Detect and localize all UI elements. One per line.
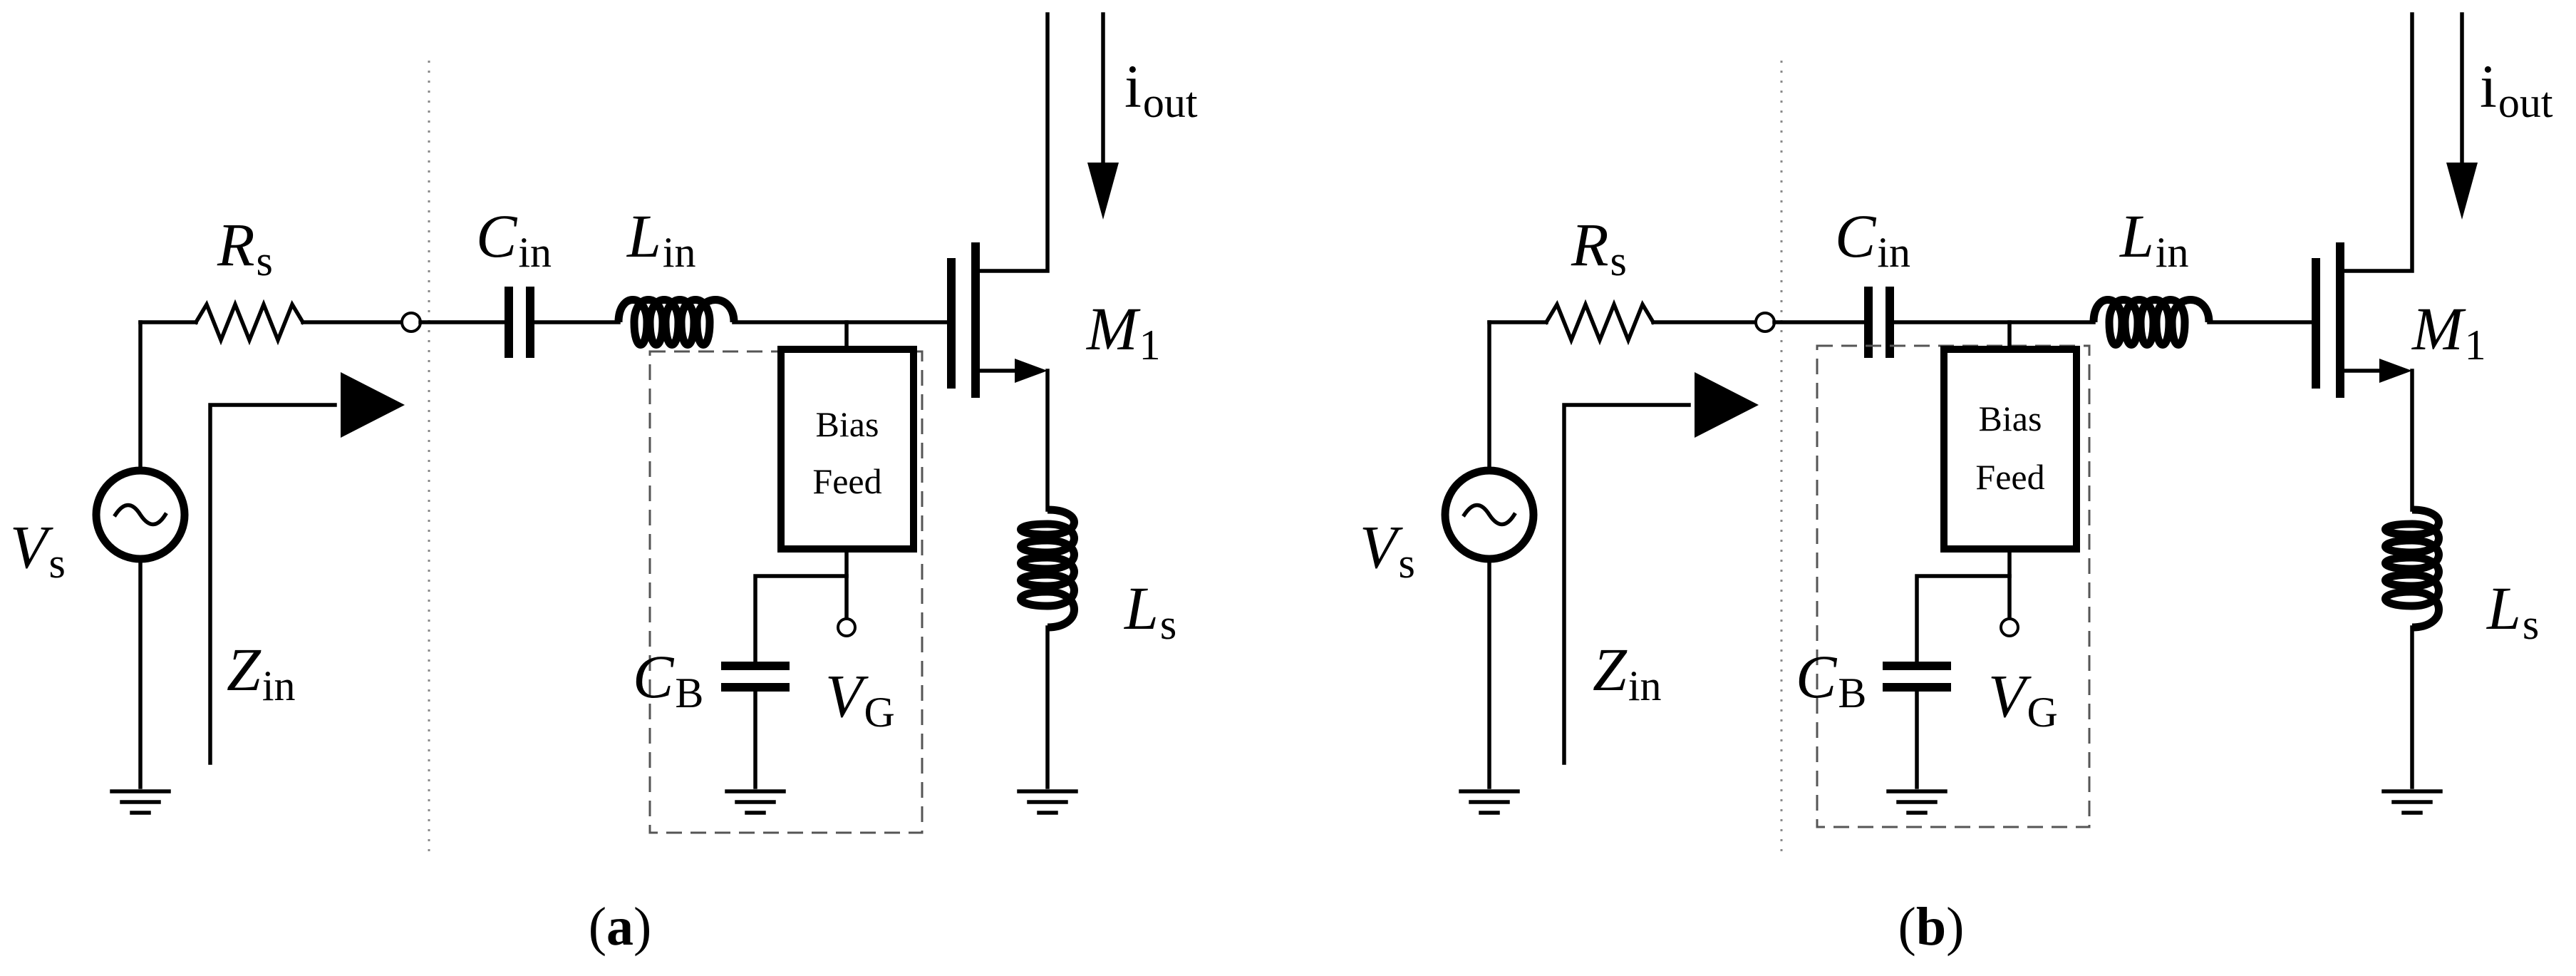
- bias-label-line2-b: Feed: [1975, 457, 2044, 497]
- vg-terminal-a: [837, 617, 857, 637]
- label-lin-b: Lin: [2119, 202, 2189, 276]
- bias-label-line2-a: Feed: [812, 461, 881, 501]
- label-m1-a: M1: [1085, 294, 1161, 369]
- resistor-rs-a: [193, 299, 306, 346]
- label-vs-b: Vs: [1360, 513, 1415, 587]
- capacitor-cin-b: [1864, 287, 1894, 358]
- panel-a: Bias Feed Rs Cin L: [10, 12, 1198, 957]
- inductor-ls-a: [1017, 505, 1078, 632]
- resistor-rs-b: [1543, 299, 1656, 346]
- iout-arrow-a: [1087, 12, 1119, 220]
- ground-icon-ls-a: [1019, 791, 1076, 813]
- source-branch-b: [1441, 299, 1759, 813]
- label-iout-a: iout: [1124, 52, 1198, 126]
- label-cin-b: Cin: [1835, 202, 1910, 276]
- inductor-lin-b: [2089, 296, 2213, 349]
- ground-icon-vs-a: [112, 791, 169, 813]
- ground-icon-ls-b: [2384, 791, 2441, 813]
- label-ls-a: Ls: [1123, 574, 1176, 648]
- capacitor-cb-b: [1883, 662, 1951, 692]
- panel-b: Bias Feed Rs Cin Lin M1: [1360, 12, 2553, 957]
- bias-feed-box-b: [1940, 346, 2080, 553]
- label-rs-a: Rs: [217, 210, 273, 284]
- capacitor-cin-a: [505, 287, 534, 358]
- input-node-a: [400, 312, 422, 333]
- ground-icon-vs-b: [1461, 791, 1518, 813]
- bias-feed-box-a: [777, 346, 917, 553]
- zin-arrow-a: [208, 372, 405, 765]
- bias-label-line1-a: Bias: [816, 404, 879, 444]
- source-branch-a: [92, 299, 405, 813]
- label-vs-a: Vs: [10, 513, 66, 587]
- ground-icon-cb-b: [1888, 791, 1945, 813]
- iout-arrow-b: [2446, 12, 2478, 220]
- label-cb-a: CB: [633, 642, 703, 716]
- label-lin-a: Lin: [626, 202, 696, 276]
- zin-arrow-b: [1562, 372, 1759, 765]
- label-vg-b: VG: [1988, 662, 2058, 736]
- label-cb-b: CB: [1796, 642, 1866, 716]
- label-zin-a: Zin: [227, 635, 296, 709]
- caption-a: (a): [589, 897, 652, 957]
- inductor-lin-a: [614, 296, 738, 349]
- ground-icon-cb-a: [727, 791, 784, 813]
- label-iout-b: iout: [2480, 52, 2553, 126]
- label-vg-a: VG: [825, 662, 895, 736]
- capacitor-cb-a: [721, 662, 790, 692]
- transistor-m1-a: [947, 12, 1050, 512]
- input-node-b: [1754, 312, 1776, 333]
- label-ls-b: Ls: [2486, 574, 2539, 648]
- inductor-ls-b: [2381, 505, 2443, 632]
- bias-label-line1-b: Bias: [1979, 399, 2042, 438]
- caption-b: (b): [1898, 897, 1965, 957]
- vg-terminal-b: [2000, 617, 2019, 637]
- label-cin-a: Cin: [476, 202, 552, 276]
- label-m1-b: M1: [2411, 294, 2486, 369]
- transistor-m1-b: [2312, 12, 2414, 512]
- label-rs-b: Rs: [1571, 210, 1627, 284]
- label-zin-b: Zin: [1593, 635, 1662, 709]
